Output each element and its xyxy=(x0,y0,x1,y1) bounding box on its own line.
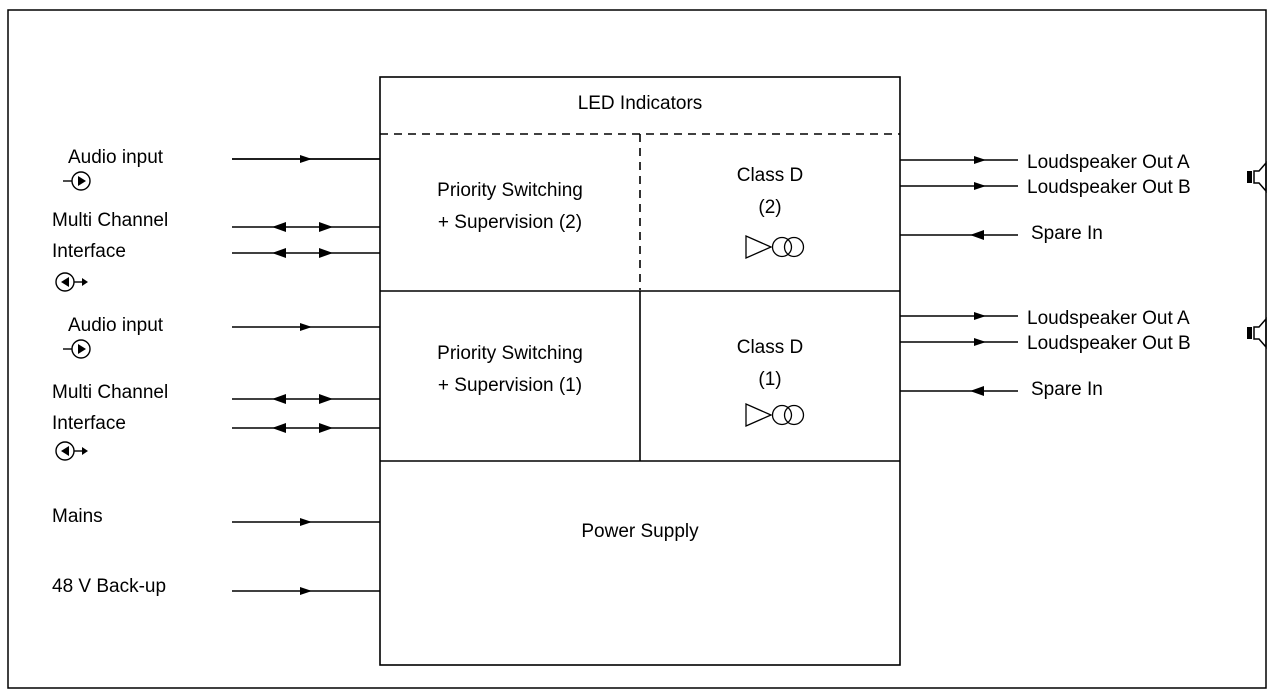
mci-1-label-line1: Multi Channel xyxy=(52,382,168,403)
supervision-2-label: + Supervision (2) xyxy=(438,212,582,233)
ls-out-a-2-label: Loudspeaker Out A xyxy=(1027,152,1190,173)
mci-1-label-line2: Interface xyxy=(52,413,126,434)
audio-input-connector-icon xyxy=(63,339,91,359)
unit-outline xyxy=(379,76,901,666)
mci-2-label-line2: Interface xyxy=(52,241,126,262)
spare-in-1-label: Spare In xyxy=(1031,379,1103,400)
audio-input-1-label: Audio input xyxy=(68,315,164,336)
backup-label: 48 V Back-up xyxy=(52,576,166,597)
outer-frame xyxy=(7,9,1267,689)
class-d-2-number: (2) xyxy=(758,197,781,218)
loudspeaker-icon xyxy=(1247,161,1267,193)
mci-2-label-line1: Multi Channel xyxy=(52,210,168,231)
power-supply-label: Power Supply xyxy=(581,521,699,542)
audio-input-connector-icon xyxy=(63,171,91,191)
bidirectional-connector-icon xyxy=(55,272,88,292)
led-indicators-label: LED Indicators xyxy=(578,93,703,114)
audio-input-2-label: Audio input xyxy=(68,147,164,168)
priority-switching-2-label: Priority Switching xyxy=(437,180,583,201)
main-unit xyxy=(379,76,901,666)
supervision-1-label: + Supervision (1) xyxy=(438,375,582,396)
mains-label: Mains xyxy=(52,506,103,527)
bidirectional-arrows xyxy=(272,222,333,433)
ls-out-b-2-label: Loudspeaker Out B xyxy=(1027,177,1191,198)
ls-out-a-1-label: Loudspeaker Out A xyxy=(1027,308,1190,329)
loudspeaker-icon xyxy=(1247,317,1267,349)
class-d-1-number: (1) xyxy=(758,369,781,390)
spare-in-arrows xyxy=(970,230,984,396)
bidirectional-connector-icon xyxy=(55,441,88,461)
spare-in-2-label: Spare In xyxy=(1031,223,1103,244)
ls-out-b-1-label: Loudspeaker Out B xyxy=(1027,333,1191,354)
priority-switching-1-label: Priority Switching xyxy=(437,343,583,364)
class-d-1-label: Class D xyxy=(737,337,804,358)
class-d-2-label: Class D xyxy=(737,165,804,186)
amplifier-icon xyxy=(745,403,805,427)
amplifier-icon xyxy=(745,235,805,259)
